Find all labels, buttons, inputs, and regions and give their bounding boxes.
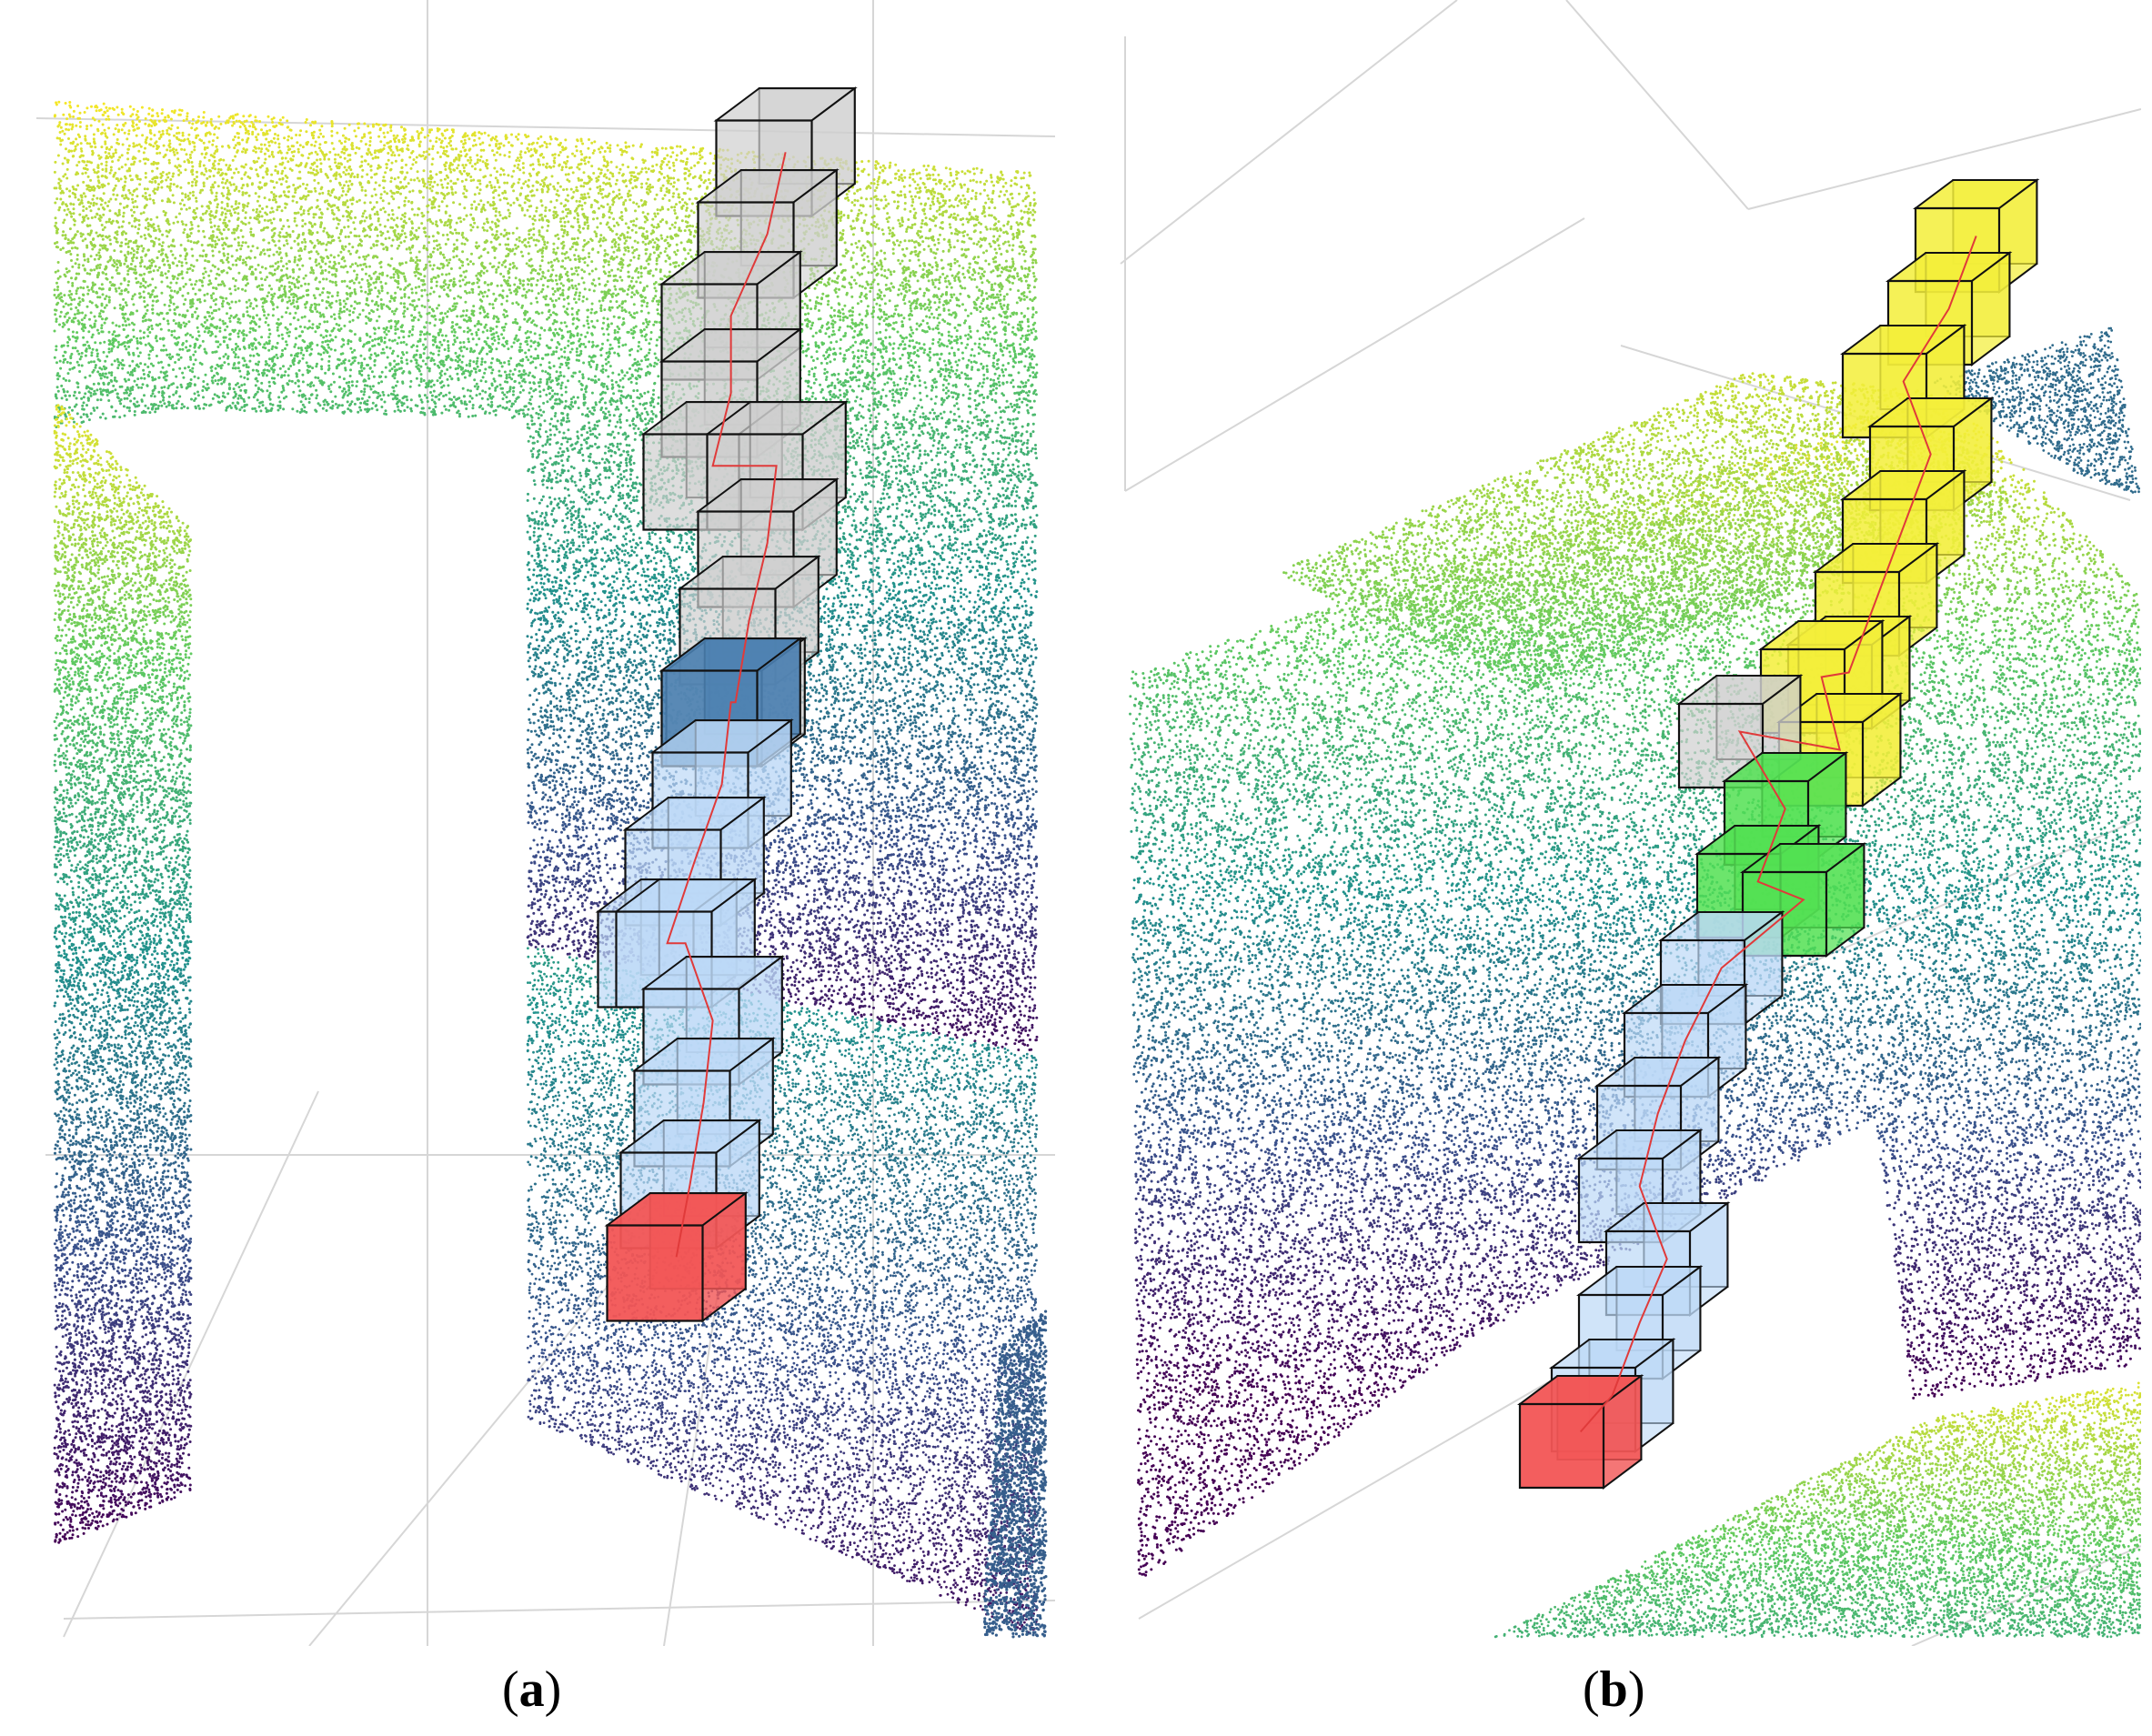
axis-grid-line [1125,218,1584,491]
start-voxel [1520,1376,1641,1488]
axis-grid-line [309,1273,618,1646]
caption-a-close: ) [545,1661,562,1718]
point-cloud-region [54,404,193,1543]
axis-grid-line [1566,0,1748,209]
panel-b-svg [1111,0,2141,1646]
caption-b-close: ) [1628,1661,1645,1718]
caption-b: (b) [1583,1661,1644,1719]
point-cloud-region [54,101,1039,1051]
caption-b-letter: b [1600,1661,1628,1718]
caption-a-open: ( [502,1661,519,1718]
panel-a-svg [36,0,1055,1646]
point-cloud-region [983,1310,1048,1639]
axis-grid-line [64,1601,1055,1619]
caption-a: (a) [502,1661,561,1719]
caption-a-letter: a [519,1661,545,1718]
panel-a-point-cloud-view [36,0,1055,1646]
voxel-front-face [608,1226,703,1321]
axis-grid-line [1121,0,1457,264]
axis-grid-line [1139,1382,1548,1619]
voxel-front-face [1520,1404,1604,1488]
panel-b-point-cloud-view [1111,0,2141,1646]
caption-b-open: ( [1583,1661,1600,1718]
